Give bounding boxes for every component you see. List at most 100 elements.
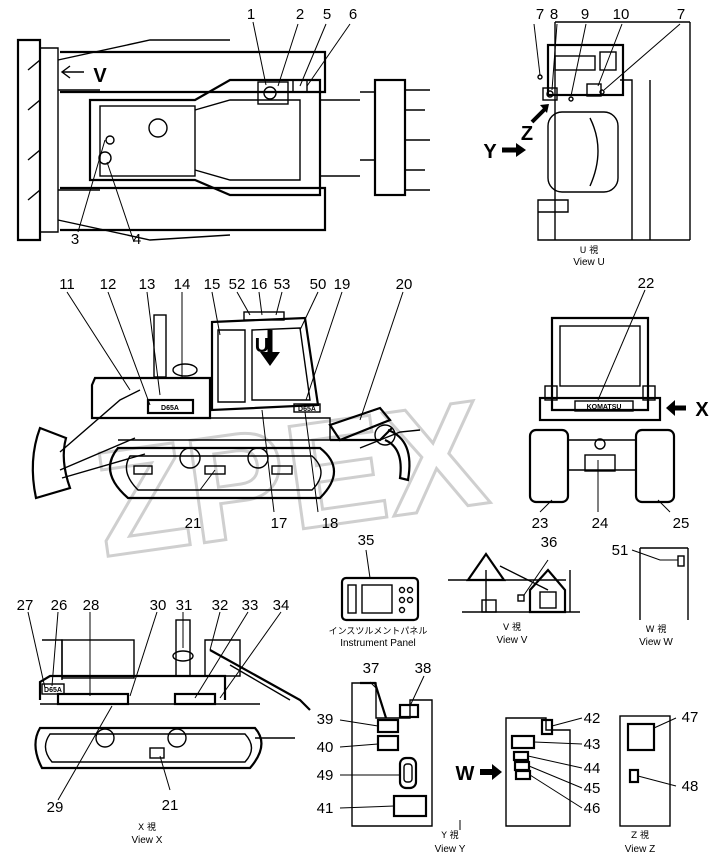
view-y: [339, 675, 461, 830]
callout-49: 49: [317, 767, 334, 784]
callout-51: 51: [612, 542, 629, 559]
callout-53: 53: [274, 276, 291, 293]
callout-20: 20: [396, 276, 413, 293]
view-x-dozer: D65A: [27, 611, 311, 801]
callout-44: 44: [584, 760, 601, 777]
callout-38: 38: [415, 660, 432, 677]
view-z: 47 48: [619, 709, 699, 827]
svg-text:インスツルメントパネル: インスツルメントパネル: [329, 626, 428, 637]
caption-view-u: U 視 View U: [573, 244, 605, 268]
callout-12: 12: [100, 276, 117, 293]
callout-17: 17: [271, 515, 288, 532]
svg-text:View W: View W: [639, 637, 673, 648]
callout-21b: 21: [162, 797, 179, 814]
svg-text:View X: View X: [132, 835, 163, 846]
callout-31: 31: [176, 597, 193, 614]
callout-11: 11: [59, 276, 75, 293]
callout-5: 5: [323, 6, 331, 23]
callout-37: 37: [363, 660, 380, 677]
svg-text:D65A: D65A: [298, 406, 316, 413]
view-y-callouts: 37 38 39 40 49 41: [317, 660, 432, 817]
callout-1: 1: [247, 6, 255, 23]
svg-text:ZPEX: ZPEX: [85, 368, 496, 589]
callout-36: 36: [541, 534, 558, 551]
callout-24: 24: [592, 515, 609, 532]
callout-39: 39: [317, 711, 334, 728]
rear-view-callouts: 22 23 24 25: [532, 275, 690, 532]
callout-29: 29: [47, 799, 64, 816]
callout-52: 52: [229, 276, 246, 293]
callout-27: 27: [17, 597, 34, 614]
svg-text:X 視: X 視: [138, 821, 156, 833]
svg-text:X: X: [695, 399, 709, 421]
callout-16: 16: [251, 276, 268, 293]
view-u-callouts: 7 8 9 10 7: [536, 6, 685, 23]
callout-35: 35: [358, 532, 375, 549]
callout-18: 18: [322, 515, 339, 532]
rear-view-dozer: KOMATSU X: [528, 289, 709, 513]
view-w: 51 W 視 View W: [612, 542, 689, 648]
svg-text:View U: View U: [573, 257, 605, 268]
svg-text:Y 視: Y 視: [440, 829, 458, 841]
svg-text:W 視: W 視: [646, 623, 667, 635]
callout-43: 43: [584, 736, 601, 753]
caption-view-x: X 視 View X: [132, 821, 163, 846]
watermark: ZPEX: [83, 366, 497, 590]
callout-28: 28: [83, 597, 100, 614]
callout-21: 21: [185, 515, 202, 532]
callout-30: 30: [150, 597, 167, 614]
callout-9: 9: [581, 6, 589, 23]
callout-34: 34: [273, 597, 290, 614]
callout-3: 3: [71, 231, 79, 248]
caption-view-y: Y 視 View Y: [435, 829, 466, 855]
svg-text:Z: Z: [521, 123, 533, 145]
callout-7a: 7: [536, 6, 544, 23]
callout-19: 19: [334, 276, 351, 293]
top-view-callouts: 1 2 5 6 3 4: [71, 6, 357, 248]
svg-text:Z 視: Z 視: [631, 829, 649, 841]
callout-47: 47: [682, 709, 699, 726]
callout-46: 46: [584, 800, 601, 817]
svg-text:View V: View V: [497, 635, 528, 646]
svg-text:D65A: D65A: [161, 405, 179, 412]
svg-text:Instrument Panel: Instrument Panel: [340, 638, 416, 649]
svg-text:W: W: [456, 763, 475, 785]
instrument-panel: 35 インスツルメントパネル Instrument Panel: [329, 532, 428, 649]
callout-25: 25: [673, 515, 690, 532]
view-v: 36 V 視 View V: [448, 534, 580, 646]
callout-50: 50: [310, 276, 327, 293]
callout-23: 23: [532, 515, 549, 532]
callout-15: 15: [204, 276, 221, 293]
svg-text:V 視: V 視: [503, 621, 521, 633]
callout-6: 6: [349, 6, 357, 23]
view-u-cab: Z Y: [483, 21, 691, 241]
callout-33: 33: [242, 597, 259, 614]
svg-text:U: U: [255, 335, 269, 357]
svg-text:U 視: U 視: [580, 244, 598, 256]
top-view-dozer: V: [16, 21, 430, 243]
callout-41: 41: [317, 800, 334, 817]
caption-view-z: Z 視 View Z: [625, 829, 655, 855]
view-w-panel: W: [456, 717, 583, 827]
view-w-panel-callouts: 42 43 44 45 46: [584, 710, 601, 817]
callout-8: 8: [550, 6, 558, 23]
callout-14: 14: [174, 276, 191, 293]
callout-48: 48: [682, 778, 699, 795]
side-view-dozer: D65A U D65A: [31, 291, 421, 513]
svg-text:KOMATSU: KOMATSU: [587, 404, 622, 411]
callout-45: 45: [584, 780, 601, 797]
svg-text:View Z: View Z: [625, 844, 655, 855]
callout-10: 10: [613, 6, 630, 23]
side-view-callouts: 11 12 13 14 15 52 16 53 50 19 20 21 17 1…: [59, 276, 412, 532]
callout-7b: 7: [677, 6, 685, 23]
callout-13: 13: [139, 276, 156, 293]
callout-22: 22: [638, 275, 655, 292]
callout-4: 4: [133, 231, 141, 248]
callout-42: 42: [584, 710, 601, 727]
svg-text:V: V: [93, 65, 107, 87]
callout-26: 26: [51, 597, 68, 614]
svg-text:View Y: View Y: [435, 844, 466, 855]
callout-32: 32: [212, 597, 229, 614]
